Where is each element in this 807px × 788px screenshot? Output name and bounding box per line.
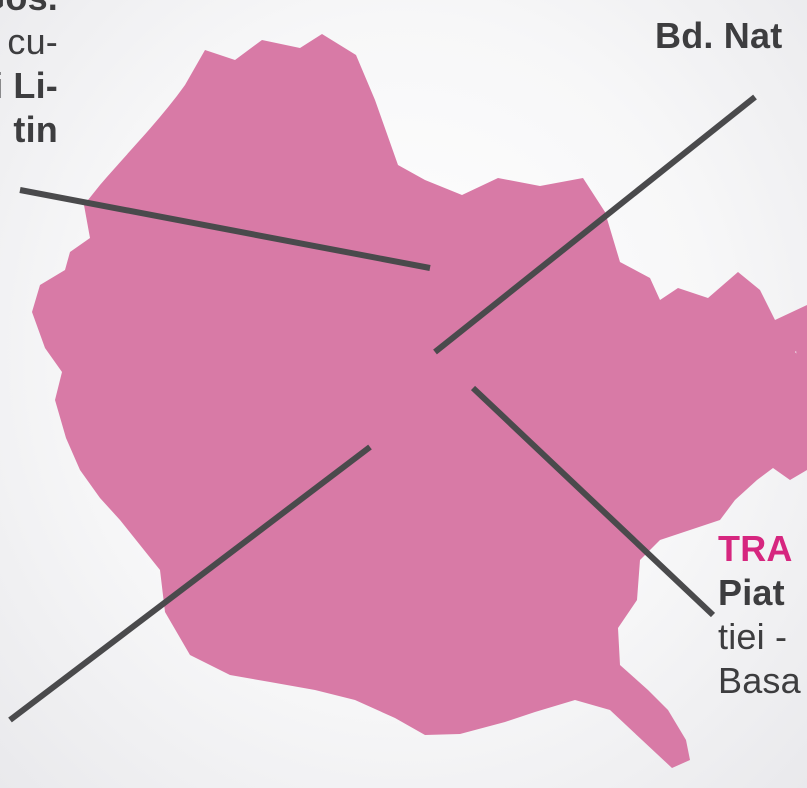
label-top-left-line3-bold: Li- — [13, 65, 58, 106]
label-bottom-right: TRA Piat tiei - Basa — [718, 527, 801, 703]
route-line-northeast — [433, 94, 757, 355]
label-top-left-line4: tin — [13, 109, 58, 150]
route-line-southwest — [8, 444, 372, 723]
label-top-left-line2: cu- — [7, 21, 58, 62]
route-line-southeast — [470, 385, 716, 618]
label-top-left: Gos. cu- i Li- tin — [0, 0, 58, 152]
city-territory-shape — [32, 34, 807, 768]
label-top-left-line1: Gos. — [0, 0, 58, 18]
city-territory-nub — [795, 335, 807, 368]
label-top-right: Bd. Nat — [655, 14, 782, 58]
route-line-west — [19, 187, 431, 271]
label-bottom-right-line4: Basa — [718, 660, 801, 701]
label-bottom-right-heading: TRA — [718, 528, 793, 569]
label-bottom-right-line2: Piat — [718, 572, 785, 613]
label-top-left-line3-prefix: i — [0, 65, 3, 106]
label-bottom-right-line3: tiei - — [718, 616, 788, 657]
label-top-right-text: Bd. Nat — [655, 15, 783, 56]
